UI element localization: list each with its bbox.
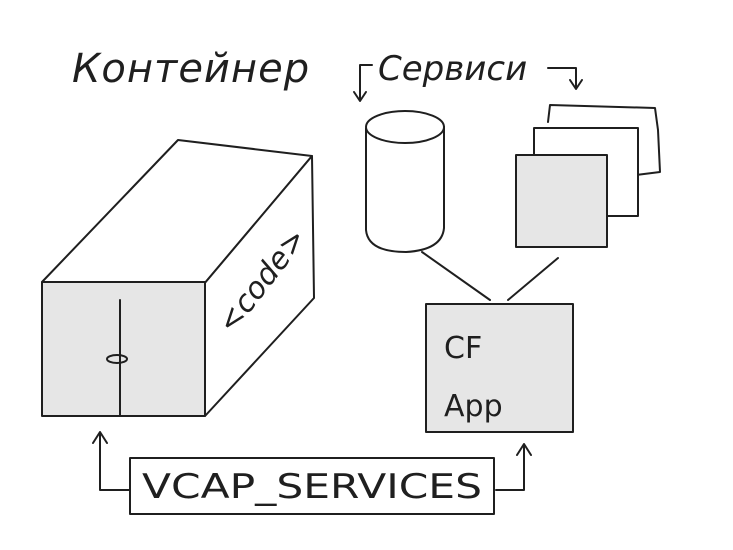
cf-app-label-line1: CF: [444, 331, 482, 366]
container-title: Контейнер: [72, 46, 310, 92]
container-front-face: [41, 281, 206, 417]
cf-app-label-line2: App: [444, 389, 503, 424]
services-label: Сервиси: [378, 49, 527, 89]
connector-database-app: [421, 251, 491, 301]
services-bracket-left-arrow: [353, 64, 373, 102]
services-label-group: Сервиси: [353, 49, 583, 102]
arrow-to-container: [92, 431, 135, 491]
container-box: <code>: [41, 139, 315, 417]
service-page-front: [515, 154, 608, 248]
service-stack-icon: [515, 104, 661, 248]
database-icon: [365, 110, 445, 253]
cf-app-rect: [425, 303, 574, 433]
service-page-back: [547, 104, 661, 176]
connector-stack-app: [507, 257, 559, 301]
database-top: [365, 110, 445, 144]
vcap-services-group: VCAP_SERVICES: [92, 431, 532, 515]
cf-app-box: CF App: [425, 303, 574, 433]
vcap-services-box: [129, 457, 495, 515]
services-bracket-right-arrow: [547, 67, 583, 90]
arrow-to-app: [495, 443, 532, 491]
container-door-handle: [106, 354, 128, 364]
vcap-services-label: VCAP_SERVICES: [142, 467, 482, 507]
database-body: [365, 126, 445, 253]
